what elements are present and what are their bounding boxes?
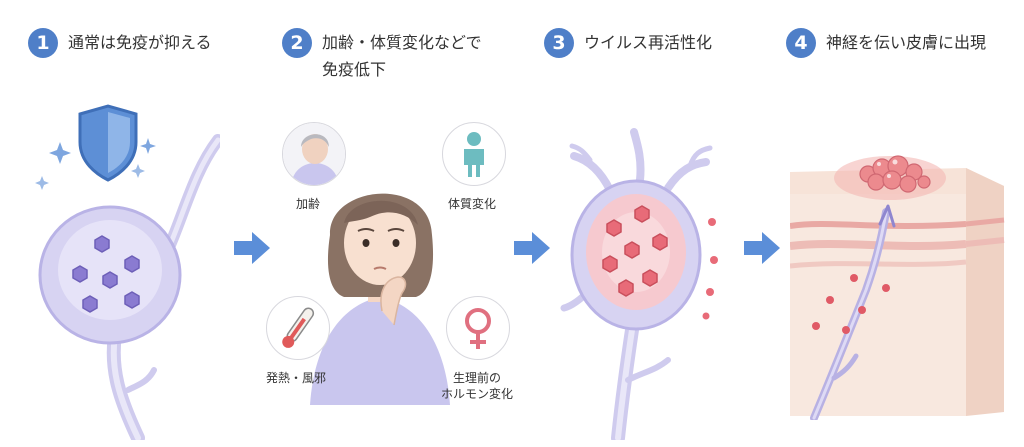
fever-label: 発熱・風邪 (266, 371, 327, 385)
step-2-number: 2 (282, 28, 312, 58)
step-4-text: 神経を伝い皮膚に出現 (826, 33, 987, 52)
thinking-woman-illustration (310, 193, 450, 405)
step-2-header: 2 加齢・体質変化などで 免疫低下 (282, 28, 482, 83)
step-2-text-line1: 加齢・体質変化などで (322, 33, 482, 52)
aging-circle (282, 122, 346, 186)
step-3-number: 3 (544, 28, 574, 58)
step-1-number: 1 (28, 28, 58, 58)
constitution-label: 体質変化 (448, 197, 497, 211)
dormant-nerve-illustration (35, 104, 220, 440)
step-4-number: 4 (786, 28, 816, 58)
skin-section-illustration (790, 155, 1005, 420)
step-1-header: 1 通常は免疫が抑える (28, 28, 212, 58)
step-4-header: 4 神経を伝い皮膚に出現 (786, 28, 986, 58)
arrow-1-icon (234, 232, 270, 264)
thermometer-icon (282, 307, 315, 348)
hormone-label-line2: ホルモン変化 (440, 387, 513, 401)
elderly-person-icon (283, 123, 345, 185)
arrow-2-icon (514, 232, 550, 264)
constitution-circle (442, 122, 506, 186)
arrow-3-icon (744, 232, 780, 264)
step-2-text: 加齢・体質変化などで 免疫低下 (322, 29, 482, 83)
step-3-header: 3 ウイルス再活性化 (544, 28, 712, 58)
step-1-text: 通常は免疫が抑える (68, 33, 212, 52)
aging-label: 加齢 (296, 197, 321, 211)
hormone-label-line1: 生理前の (452, 371, 501, 385)
reactivated-nerve-illustration (560, 128, 718, 440)
step-2-text-line2: 免疫低下 (322, 60, 387, 79)
hormone-circle (446, 296, 510, 360)
step-3-text: ウイルス再活性化 (584, 33, 713, 52)
hormone-label: 生理前の ホルモン変化 (432, 370, 522, 402)
fever-circle (266, 296, 330, 360)
person-silhouette-icon (464, 132, 484, 177)
female-symbol-icon (465, 308, 491, 349)
